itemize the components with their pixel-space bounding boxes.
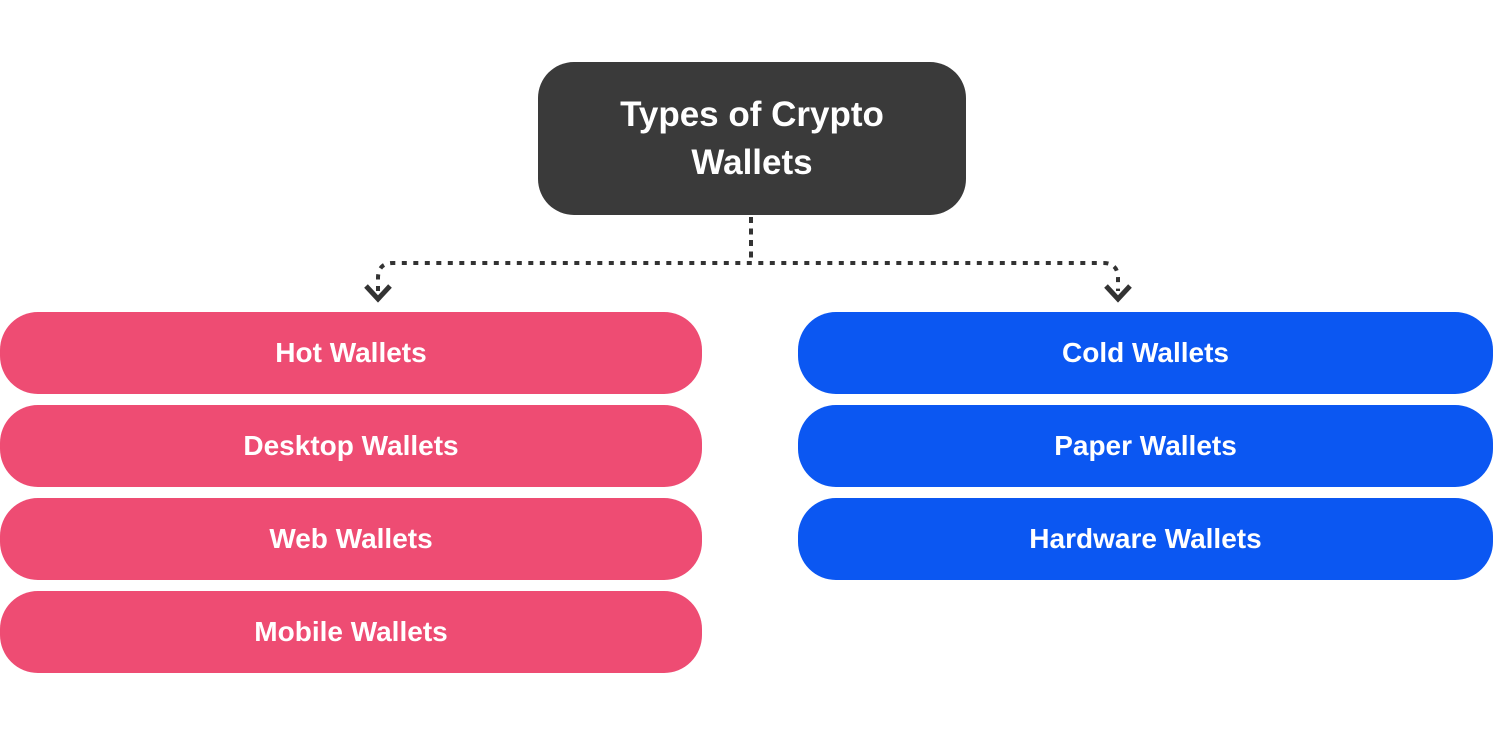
node-cold-wallets: Cold Wallets — [798, 312, 1493, 394]
arrow-down-icon — [1104, 284, 1132, 303]
node-hardware-wallets: Hardware Wallets — [798, 498, 1493, 580]
node-hot-wallets: Hot Wallets — [0, 312, 702, 394]
connector-branch-line — [376, 261, 1120, 291]
node-desktop-wallets: Desktop Wallets — [0, 405, 702, 487]
root-node-types-of-crypto-wallets: Types of Crypto Wallets — [538, 62, 966, 215]
arrow-down-icon — [364, 284, 392, 303]
node-mobile-wallets: Mobile Wallets — [0, 591, 702, 673]
node-web-wallets: Web Wallets — [0, 498, 702, 580]
node-paper-wallets: Paper Wallets — [798, 405, 1493, 487]
